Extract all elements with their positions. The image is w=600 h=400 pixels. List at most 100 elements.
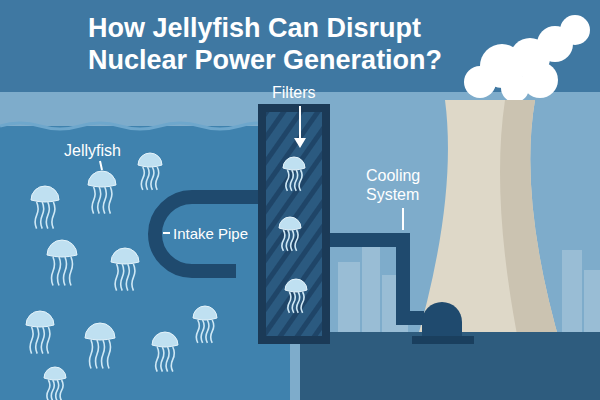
jellyfish-tentacle (132, 264, 135, 291)
ground (300, 332, 600, 400)
jellyfish-tentacle (141, 167, 144, 190)
jellyfish-bell (193, 306, 217, 320)
jellyfish-tentacle (295, 230, 298, 251)
jellyfish-tentacle (126, 264, 129, 291)
jellyfish-bell (85, 323, 115, 340)
leader-line (402, 208, 404, 230)
jellyfish (283, 157, 305, 191)
jellyfish-tentacle (290, 170, 293, 191)
water (0, 126, 290, 400)
jellyfish-tentacle (47, 327, 50, 354)
jellyfish-bell (111, 248, 139, 264)
jellyfish-tentacle (98, 187, 101, 214)
jellyfish-tentacle (70, 257, 73, 286)
part-label: Filters (272, 83, 352, 102)
jellyfish-tentacle (156, 167, 159, 190)
jellyfish-tentacle (206, 320, 209, 343)
jellyfish (44, 367, 66, 400)
leader-line (100, 161, 102, 170)
jellyfish-tentacle (288, 292, 291, 313)
cooling-pipe (330, 240, 424, 318)
jellyfish (111, 248, 139, 291)
jellyfish-tentacle (47, 380, 50, 400)
jellyfish-tentacle (52, 202, 55, 229)
jellyfish (88, 171, 116, 214)
jellyfish-tentacle (51, 380, 54, 400)
jellyfish-tentacle (201, 320, 204, 343)
intake-pipe (155, 197, 258, 271)
part-label: Cooling System (366, 166, 438, 204)
jellyfish-bell (26, 311, 54, 327)
jellyfish-tentacle (121, 264, 124, 291)
jellyfish-tentacle (109, 187, 112, 214)
jellyfish-bell (283, 157, 305, 170)
jellyfish-tentacle (297, 292, 300, 313)
jellyfish-tentacle (56, 380, 59, 400)
jellyfish-bell (285, 279, 307, 292)
diagram-title: How Jellyfish Can Disrupt Nuclear Power … (88, 12, 463, 76)
jellyfish-tentacle (161, 347, 164, 372)
jellyfish-tentacle (36, 327, 39, 354)
jellyfish-tentacle (30, 327, 33, 354)
jellyfish-tentacle (35, 202, 38, 229)
jellyfish-tentacle (295, 170, 298, 191)
jellyfish-tentacle (151, 167, 154, 190)
jellyfish-tentacle (211, 320, 214, 343)
part-label: Intake Pipe (173, 224, 257, 243)
jellyfish-bell (44, 367, 66, 380)
water-surface (0, 123, 290, 129)
jellyfish (85, 323, 115, 369)
jellyfish-tentacle (291, 230, 294, 251)
jellyfish-tentacle (282, 230, 285, 251)
jellyfish-tentacle (64, 257, 67, 286)
jellyfish (193, 306, 217, 343)
jellyfish-tentacle (41, 202, 44, 229)
filter-housing (258, 104, 330, 344)
pump-base (412, 336, 474, 344)
jellyfish-tentacle (146, 167, 149, 190)
jellyfish-tentacle (102, 340, 105, 369)
jellyfish-tentacle (41, 327, 44, 354)
jellyfish-tentacle (292, 292, 295, 313)
jellyfish-tentacle (108, 340, 111, 369)
leader-arrow (299, 106, 301, 140)
jellyfish-tentacle (103, 187, 106, 214)
arrowhead (294, 138, 306, 148)
jellyfish-tentacle (286, 230, 289, 251)
jellyfish-bell (152, 332, 178, 347)
jellyfish (285, 279, 307, 313)
jellyfish-tentacle (60, 380, 63, 400)
jellyfish-tentacle (171, 347, 174, 372)
jellyfish (31, 186, 59, 229)
jellyfish-tentacle (90, 340, 93, 369)
pump (422, 302, 462, 338)
jellyfish-tentacle (156, 347, 159, 372)
part-label: Jellyfish (64, 141, 184, 160)
steam-cloud (464, 15, 590, 102)
leader-line (163, 232, 170, 234)
jellyfish-tentacle (92, 187, 95, 214)
jellyfish (279, 217, 301, 251)
jellyfish-tentacle (96, 340, 99, 369)
jellyfish-tentacle (301, 292, 304, 313)
cooling-tower (414, 100, 562, 350)
tower-shade (500, 100, 562, 350)
jellyfish-bell (31, 186, 59, 202)
jellyfish (47, 240, 77, 286)
jellyfish-group (26, 153, 307, 400)
jellyfish-bell (88, 171, 116, 187)
jellyfish (138, 153, 162, 190)
jellyfish-tentacle (52, 257, 55, 286)
jellyfish-bell (47, 240, 77, 257)
jellyfish-tentacle (46, 202, 49, 229)
jellyfish (152, 332, 178, 372)
jellyfish-tentacle (58, 257, 61, 286)
jellyfish-tentacle (115, 264, 118, 291)
jellyfish-tentacle (166, 347, 169, 372)
jellyfish-tentacle (196, 320, 199, 343)
jellyfish (26, 311, 54, 354)
jellyfish-tentacle (286, 170, 289, 191)
jellyfish-tentacle (299, 170, 302, 191)
